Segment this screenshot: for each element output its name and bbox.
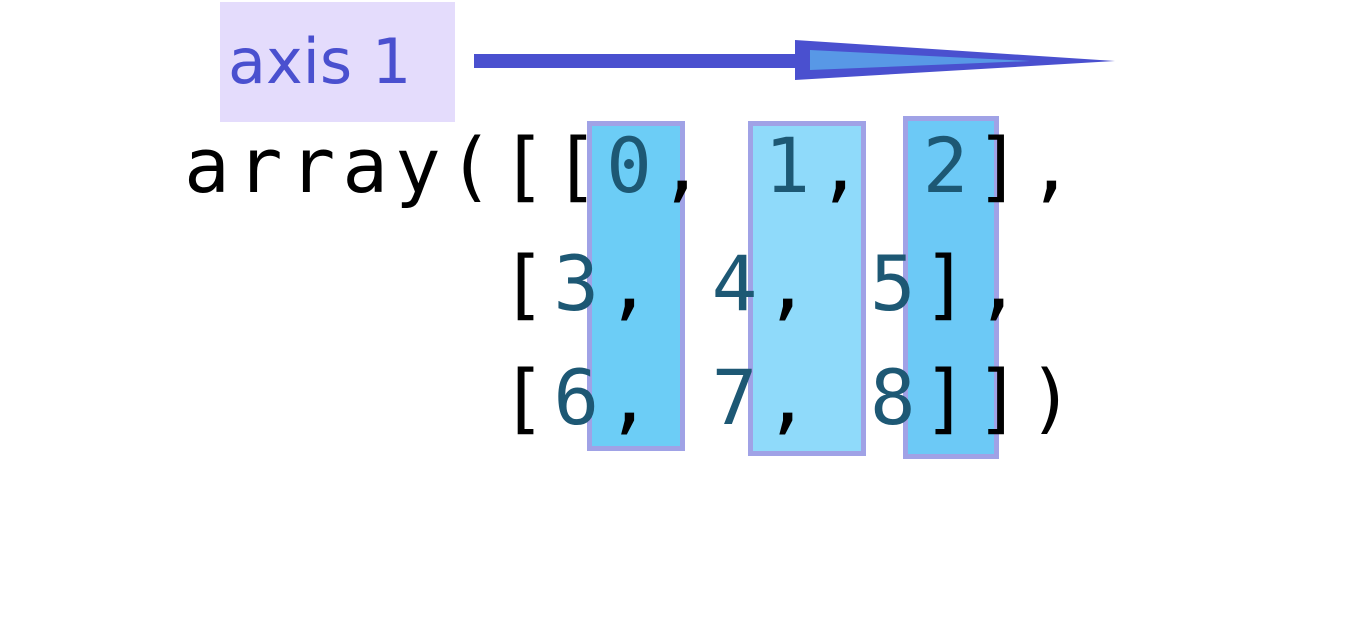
sep: ,: [764, 239, 870, 328]
cell-0-1: 1: [764, 121, 818, 210]
cell-1-1: 4: [711, 239, 765, 328]
cell-2-1: 7: [711, 353, 765, 442]
cell-0-2: 2: [922, 121, 976, 210]
row-indent: [184, 353, 501, 442]
column-highlight-2: [903, 116, 999, 459]
row-open: [[: [500, 121, 607, 210]
sep: ,: [658, 121, 765, 210]
column-highlight-0: [587, 121, 685, 451]
row-close: ],: [922, 239, 1029, 328]
array-row-1: [3, 4, 5],: [184, 246, 1028, 322]
row-open: [: [500, 353, 554, 442]
row-close: ],: [975, 121, 1081, 210]
axis-arrow-icon: [474, 40, 1115, 80]
sep: ,: [606, 239, 712, 328]
axis-label: axis 1: [220, 2, 455, 122]
array-row-0: array([[0, 1, 2],: [184, 128, 1081, 204]
sep: ,: [606, 353, 712, 442]
cell-0-0: 0: [606, 121, 659, 210]
row-open: [: [500, 239, 554, 328]
cell-1-2: 5: [869, 239, 923, 328]
cell-2-2: 8: [869, 353, 923, 442]
array-prefix: array(: [184, 121, 501, 210]
arrow-head-highlight: [810, 50, 1030, 70]
sep: ,: [817, 121, 923, 210]
array-row-2: [6, 7, 8]]): [184, 360, 1081, 436]
row-indent: [184, 239, 501, 328]
row-close: ]]): [922, 353, 1081, 442]
cell-1-0: 3: [553, 239, 607, 328]
cell-2-0: 6: [553, 353, 607, 442]
sep: ,: [764, 353, 870, 442]
column-highlight-1: [748, 121, 866, 456]
arrow-shaft: [474, 54, 804, 68]
